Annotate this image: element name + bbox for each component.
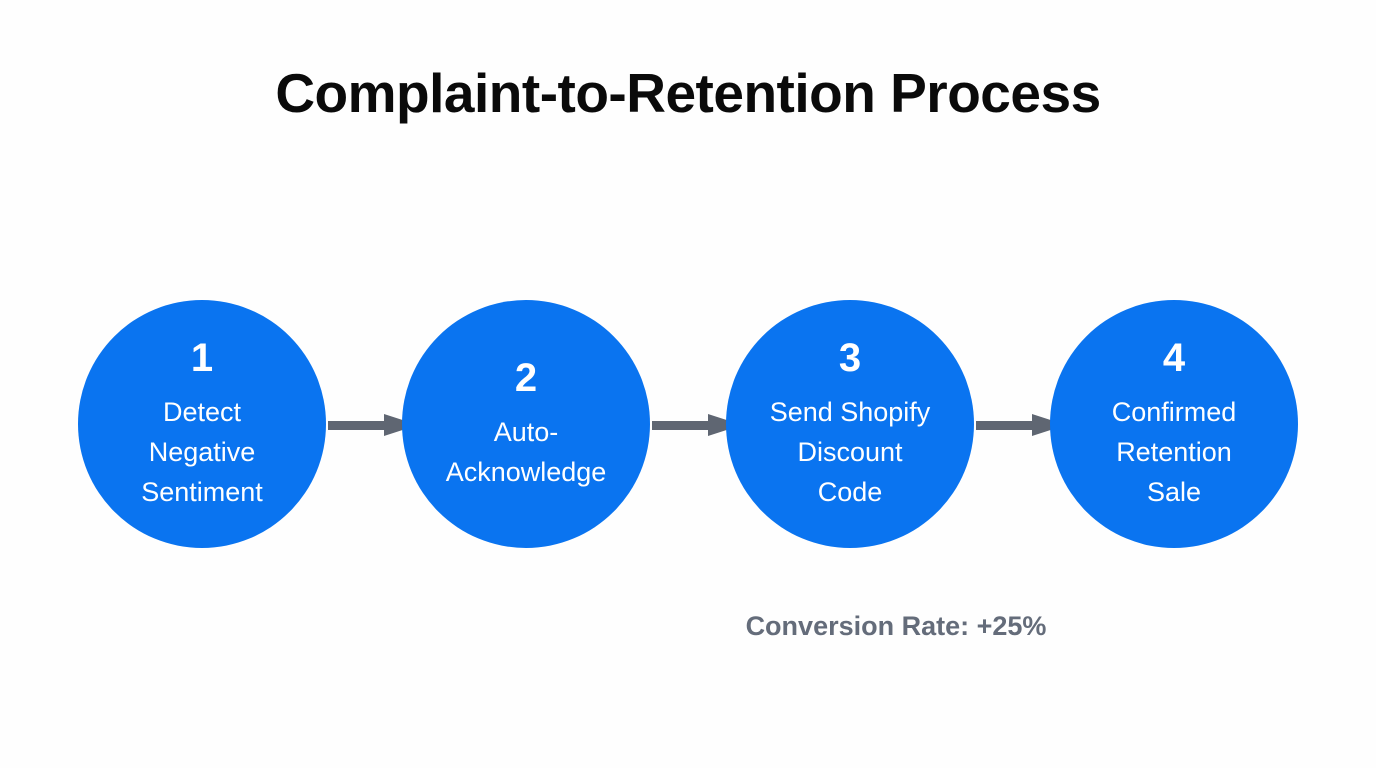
conversion-rate-caption: Conversion Rate: +25% <box>0 608 1376 644</box>
step-number-1: 1 <box>190 336 214 380</box>
step-label-1: Detect Negative Sentiment <box>141 397 263 507</box>
step-label-3: Send Shopify Discount Code <box>769 397 931 507</box>
process-step-2[interactable]: 2 Auto- Acknowledge <box>402 300 650 548</box>
step-number-3: 3 <box>838 336 862 380</box>
step-number-4: 4 <box>1162 336 1186 380</box>
conversion-rate-text: Conversion Rate: +25% <box>745 611 1047 641</box>
arrow-right-icon-1 <box>328 414 418 436</box>
process-step-1[interactable]: 1 Detect Negative Sentiment <box>78 300 326 548</box>
step-label-2: Auto- Acknowledge <box>445 417 607 487</box>
process-flow: 1 Detect Negative Sentiment 2 Auto- Ackn… <box>78 300 1298 548</box>
process-step-3[interactable]: 3 Send Shopify Discount Code <box>726 300 974 548</box>
arrow-right-icon-3 <box>976 414 1066 436</box>
step-number-2: 2 <box>514 356 538 400</box>
arrow-right-icon-2 <box>652 414 742 436</box>
page-title: Complaint-to-Retention Process <box>275 62 1101 124</box>
process-step-4[interactable]: 4 Confirmed Retention Sale <box>1050 300 1298 548</box>
step-label-4: Confirmed Retention Sale <box>1111 397 1237 507</box>
